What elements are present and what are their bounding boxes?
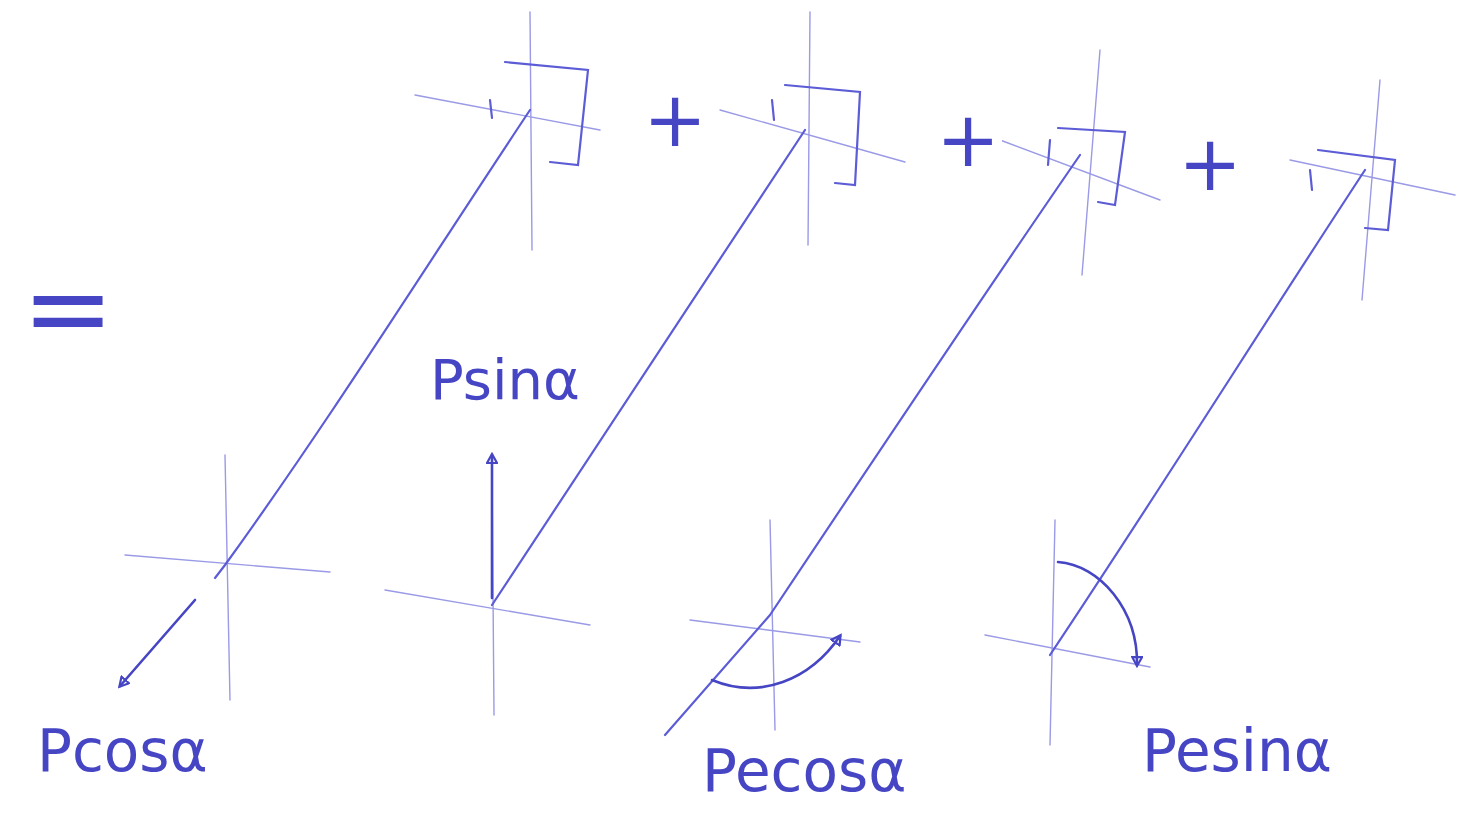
load-arrows bbox=[120, 455, 1137, 688]
beams bbox=[215, 110, 1365, 735]
moment-label: Pesinα bbox=[1140, 722, 1334, 780]
equals-sign: = bbox=[20, 253, 116, 363]
axis-lines bbox=[125, 12, 1455, 745]
plus-sign: + bbox=[934, 102, 1002, 178]
force-label: Psinα bbox=[428, 352, 582, 408]
moment-label: Pecosα bbox=[700, 742, 908, 800]
plus-sign: + bbox=[1176, 126, 1244, 202]
fixed-supports bbox=[490, 62, 1395, 230]
force-label: Pcosα bbox=[35, 722, 210, 780]
plus-sign: + bbox=[641, 82, 709, 158]
